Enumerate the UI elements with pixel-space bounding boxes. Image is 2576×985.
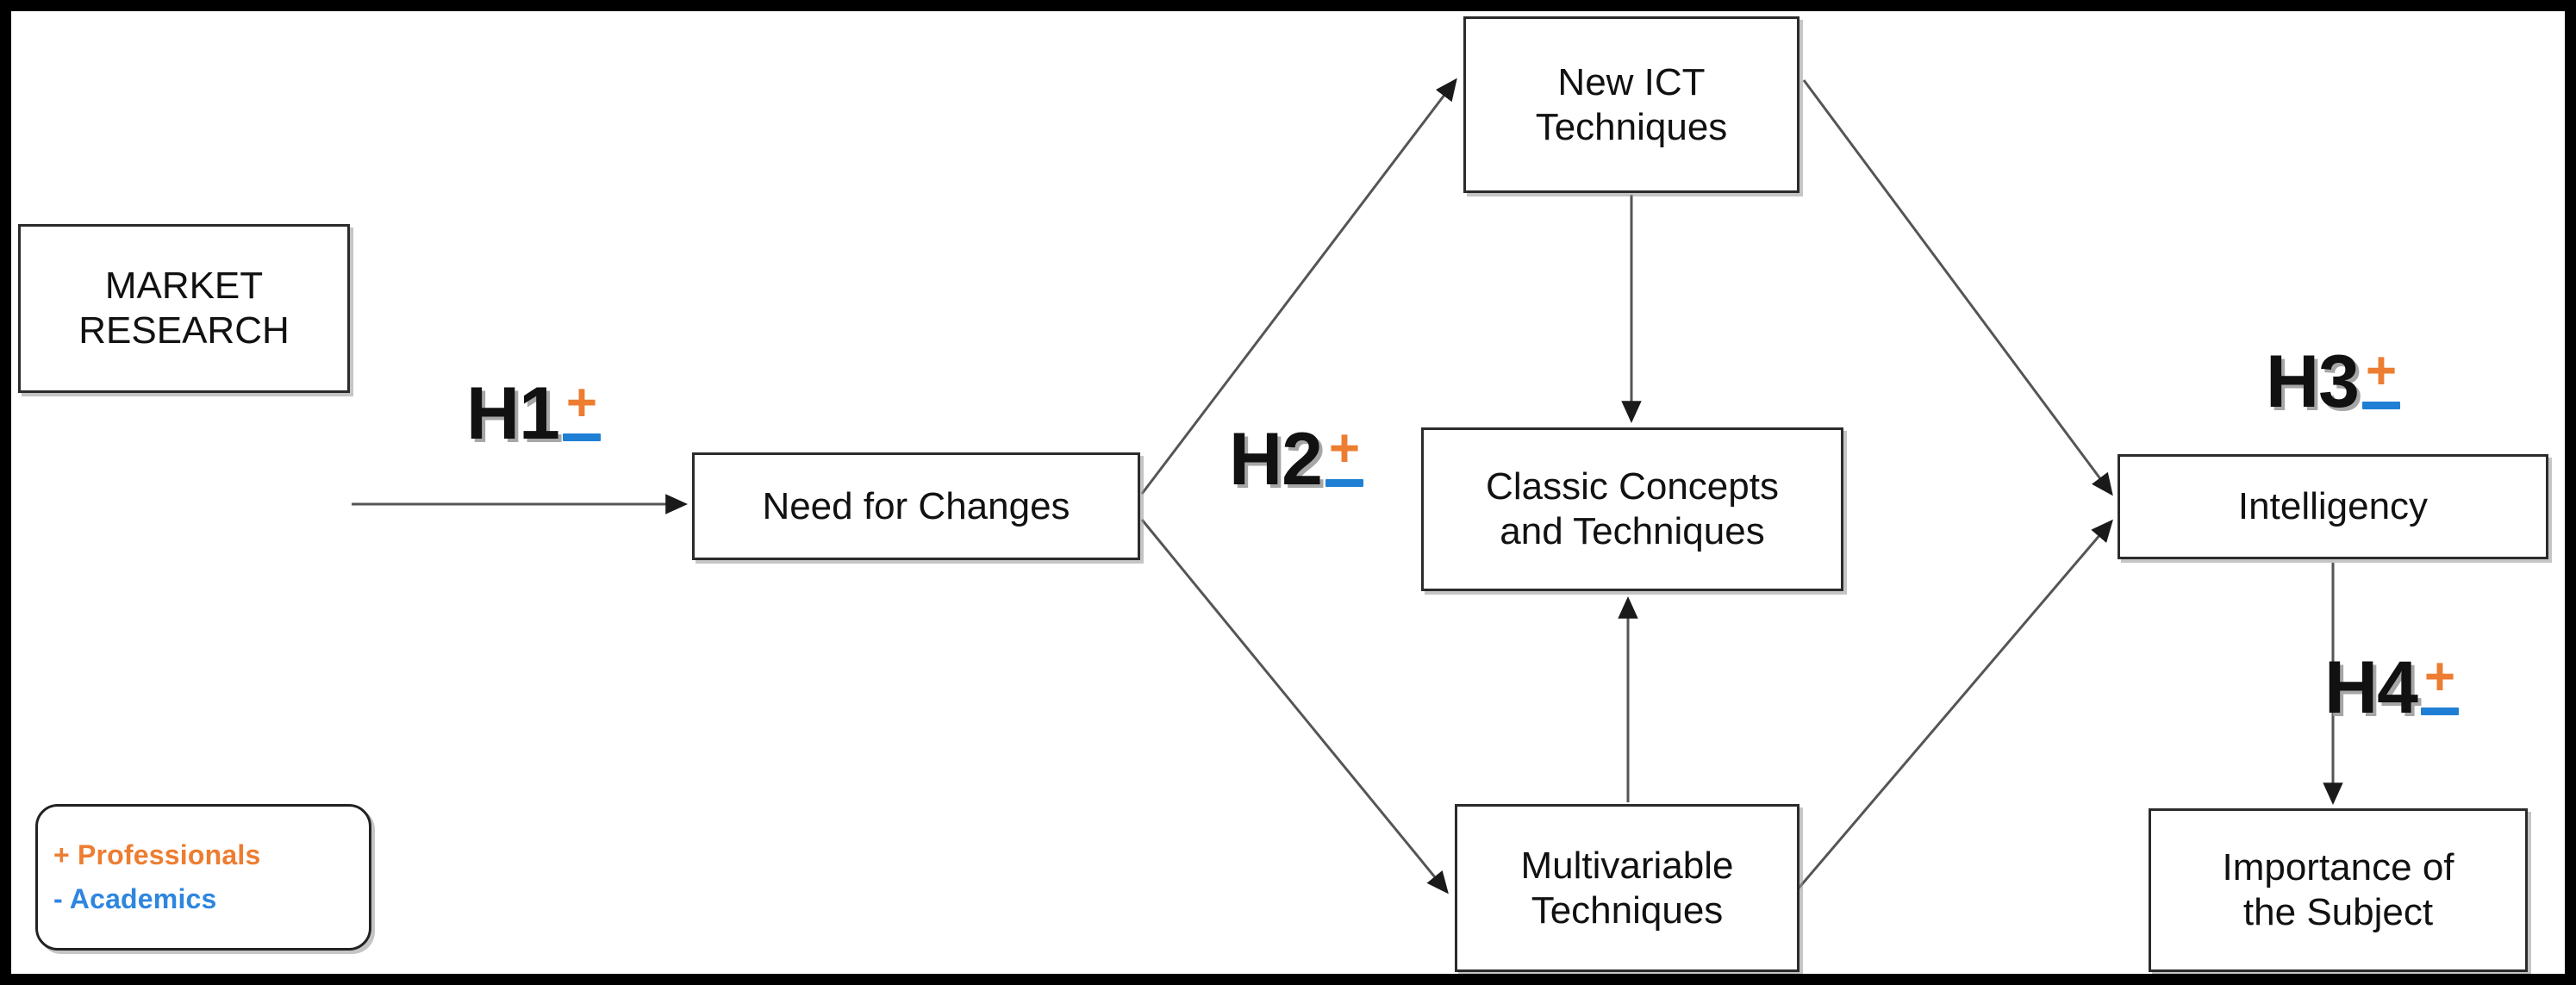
sign-group: + xyxy=(2361,341,2400,409)
node-label: Need for Changes xyxy=(762,484,1070,527)
edge-new-ict__intelligency xyxy=(1802,79,2113,496)
edge-need-for-changes__multivariable xyxy=(1140,519,1449,895)
minus-icon xyxy=(2420,707,2459,715)
node-label: Classic Concepts and Techniques xyxy=(1486,465,1779,552)
node-new-ict[interactable]: New ICT Techniques xyxy=(1463,16,1799,193)
plus-icon: + xyxy=(2423,647,2456,707)
hypothesis-h1: H1+ xyxy=(466,372,601,455)
legend-academics: - Academics xyxy=(53,883,217,914)
plus-icon: + xyxy=(565,373,598,433)
legend-professionals: + Professionals xyxy=(53,839,261,870)
edge-multivariable__intelligency xyxy=(1795,519,2113,891)
hypothesis-label: H2 xyxy=(1229,418,1323,501)
diagram-canvas: MARKET RESEARCH Need for Changes New ICT T… xyxy=(11,11,2565,974)
hypothesis-label: H1 xyxy=(466,372,560,455)
node-label: Multivariable Techniques xyxy=(1520,844,1734,932)
legend-box: + Professionals - Academics xyxy=(35,804,371,951)
hypothesis-h4: H4+ xyxy=(2324,646,2459,729)
node-multivariable[interactable]: Multivariable Techniques xyxy=(1455,804,1799,972)
hypothesis-h2: H2+ xyxy=(1229,418,1363,501)
hypothesis-label: H4 xyxy=(2324,646,2418,729)
sign-group: + xyxy=(2420,647,2459,715)
node-importance[interactable]: Importance of the Subject xyxy=(2149,808,2528,972)
hypothesis-h3: H3+ xyxy=(2266,340,2400,423)
plus-icon: + xyxy=(2365,341,2398,401)
node-label: New ICT Techniques xyxy=(1535,60,1728,148)
hypothesis-label: H3 xyxy=(2266,340,2360,423)
node-intelligency[interactable]: Intelligency xyxy=(2118,454,2548,559)
plus-icon: + xyxy=(1328,419,1361,478)
sign-group: + xyxy=(1325,419,1363,487)
minus-icon xyxy=(562,433,601,441)
node-label: Importance of the Subject xyxy=(2222,846,2454,933)
minus-icon xyxy=(1325,478,1363,487)
node-classic-concepts[interactable]: Classic Concepts and Techniques xyxy=(1421,427,1843,591)
node-label: Intelligency xyxy=(2237,485,2429,528)
minus-icon xyxy=(2361,401,2400,409)
node-label: MARKET RESEARCH xyxy=(78,265,290,352)
sign-group: + xyxy=(562,373,601,441)
node-need-for-changes[interactable]: Need for Changes xyxy=(692,452,1140,560)
node-market-research[interactable]: MARKET RESEARCH xyxy=(18,224,350,393)
